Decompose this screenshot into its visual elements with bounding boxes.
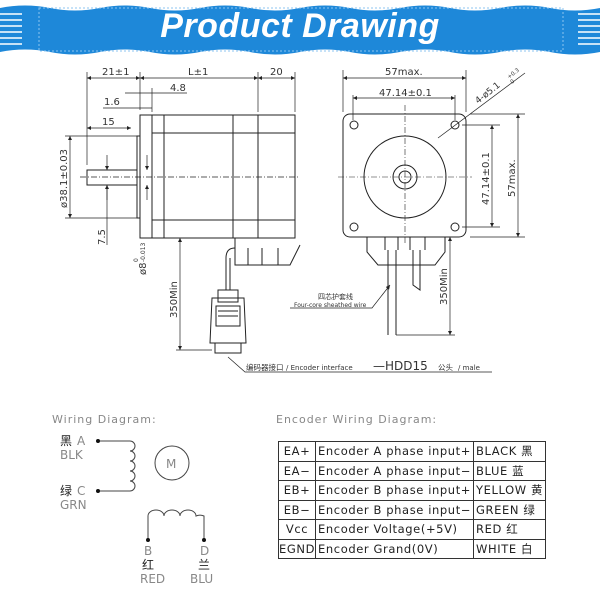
wire-a-letter: A	[77, 434, 86, 448]
description-cell: Encoder B phase input+	[315, 480, 475, 501]
motor-label: M	[166, 457, 176, 471]
table-row: EB+Encoder B phase input+YELLOW 黄	[277, 480, 547, 501]
wire-color-cell: BLACK 黑	[473, 441, 547, 462]
dim-holes: 4-ø5.1	[474, 81, 503, 107]
pin-cell: Vcc	[277, 519, 317, 540]
wire-a-en: BLK	[60, 448, 84, 462]
coil-ac	[98, 440, 136, 492]
encoder-wiring-title: Encoder Wiring Diagram:	[276, 413, 438, 426]
wire-c-letter: C	[77, 484, 85, 498]
coil-bd	[147, 509, 205, 540]
wire-b-letter: B	[144, 544, 152, 558]
wire-a-cn: 黑	[60, 434, 72, 448]
description-cell: Encoder A phase input−	[315, 460, 475, 481]
product-drawing: 21±1 L±1 20 4.8 1.6 15 ø38.1±0.03 7.5 ø8…	[59, 67, 526, 373]
banner-title: Product Drawing	[160, 7, 440, 45]
banner-background	[0, 5, 600, 55]
pin-cell: EGND	[277, 538, 317, 559]
table-row: EA−Encoder A phase input−BLUE 蓝	[277, 460, 547, 481]
wire-color-cell: GREEN 绿	[473, 499, 547, 520]
encoder-label-male-en: / male	[458, 364, 480, 372]
wiring-diagram: M 黑 A BLK 绿 C GRN B 红 RED D 兰 BLU	[60, 434, 213, 586]
front-view-dimensions	[290, 70, 526, 336]
dim-57-width: 57max.	[385, 67, 423, 78]
table-row: EB−Encoder B phase input−GREEN 绿	[277, 499, 547, 520]
description-cell: Encoder Voltage(+5V)	[315, 519, 475, 540]
dim-4-8: 4.8	[170, 83, 186, 94]
pin-cell: EA−	[277, 460, 317, 481]
wire-b-en: RED	[140, 572, 165, 586]
wire-color-cell: WHITE 白	[473, 538, 547, 559]
wire-label-cn: 四芯护套线	[318, 292, 353, 301]
wire-d-letter: D	[200, 544, 209, 558]
wiring-diagram-title: Wiring Diagram:	[52, 413, 157, 426]
encoder-label-cn: 编码器接口	[246, 362, 284, 372]
banner: Product Drawing	[0, 0, 600, 58]
dim-7-5: 7.5	[97, 229, 108, 245]
dim-47-14-height: 47.14±0.1	[481, 152, 492, 205]
pin-cell: EB+	[277, 480, 317, 501]
dim-20: 20	[270, 67, 283, 78]
encoder-label-en: / Encoder interface	[286, 364, 353, 372]
dim-47-14-width: 47.14±0.1	[379, 88, 432, 99]
wire-c-en: GRN	[60, 498, 87, 512]
dim-21: 21±1	[102, 67, 129, 78]
dim-L: L±1	[188, 67, 208, 78]
wire-d-en: BLU	[190, 572, 213, 586]
encoder-label-model: —HDD15	[373, 359, 428, 373]
dim-holes-tol-top: +0.3	[507, 67, 522, 80]
encoder-label-male-cn: 公头	[438, 362, 453, 372]
pin-cell: EB−	[277, 499, 317, 520]
side-view-dimensions	[65, 72, 492, 373]
dim-8-tol-bot: -0.013	[140, 242, 147, 262]
wire-d-cn: 兰	[198, 558, 210, 572]
dim-15: 15	[102, 117, 115, 128]
dim-1-6: 1.6	[104, 97, 120, 108]
wire-color-cell: RED 红	[473, 519, 547, 540]
description-cell: Encoder A phase input+	[315, 441, 475, 462]
dim-holes-tol-bot: 0	[510, 78, 517, 85]
dim-8: ø8	[138, 263, 149, 275]
pin-cell: EA+	[277, 441, 317, 462]
front-view-motor	[338, 105, 472, 335]
table-row: EA+Encoder A phase input+BLACK 黑	[277, 441, 547, 462]
side-view-motor	[80, 114, 301, 354]
dim-8-tol-top: 0	[133, 258, 140, 262]
dim-350-front: 350Min	[439, 268, 450, 305]
description-cell: Encoder B phase input−	[315, 499, 475, 520]
dim-38-1: ø38.1±0.03	[59, 149, 70, 208]
wire-color-cell: YELLOW 黄	[473, 480, 547, 501]
wire-color-cell: BLUE 蓝	[473, 460, 547, 481]
description-cell: Encoder Grand(0V)	[315, 538, 475, 559]
dim-57-height: 57max.	[507, 159, 518, 197]
wire-label-en: Four-core sheathed wire	[294, 302, 367, 309]
wire-c-cn: 绿	[60, 483, 72, 498]
dim-350-side: 350Min	[169, 281, 180, 318]
motor-symbol	[154, 445, 190, 481]
wire-b-cn: 红	[142, 557, 154, 572]
